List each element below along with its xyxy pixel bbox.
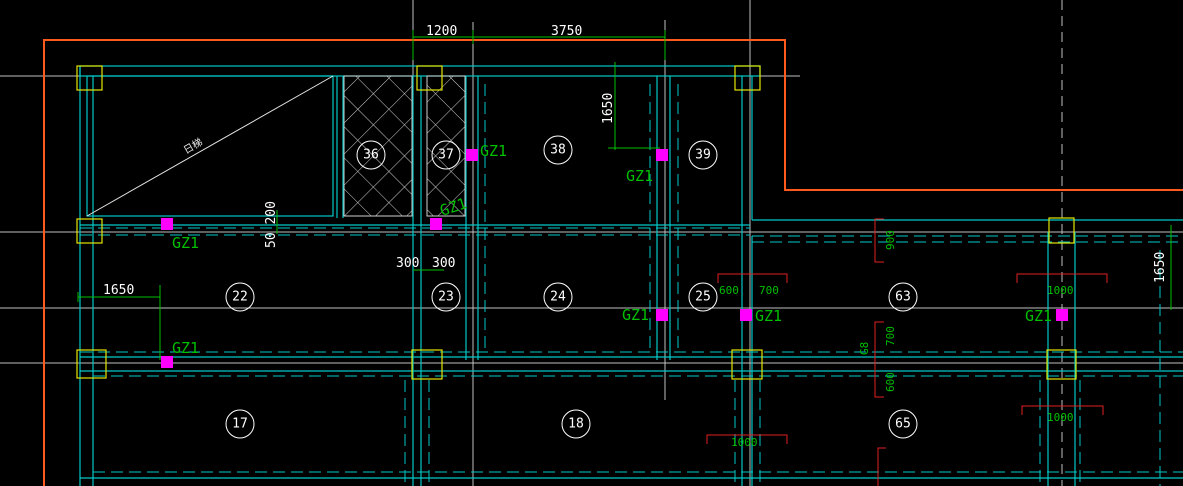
dim-900: 900 bbox=[884, 230, 897, 250]
room-number: 18 bbox=[568, 417, 584, 432]
dim-vertical-1650: 1650 bbox=[601, 93, 616, 124]
hatched-shafts bbox=[343, 75, 466, 217]
gz-label: GZ1 bbox=[172, 234, 199, 252]
gz-labels: GZ1 GZ1 GZ1 GZ1 GZ1 GZ1 GZ1 GZ1 bbox=[172, 142, 1052, 357]
dim-1000-b: 1000 bbox=[1047, 411, 1074, 424]
beams-dashed bbox=[80, 84, 1183, 486]
dimension-lines bbox=[77, 30, 1172, 360]
gz-label: GZ1 bbox=[480, 142, 507, 160]
gz-label: GZ1 bbox=[755, 307, 782, 325]
gz-label: GZ1 bbox=[1025, 307, 1052, 325]
building-outline bbox=[43, 39, 1183, 486]
dim-700: 700 bbox=[884, 326, 897, 346]
dim-1000-a: 1000 bbox=[1047, 284, 1074, 297]
gz-label: GZ1 bbox=[172, 339, 199, 357]
room-number: 63 bbox=[895, 290, 911, 305]
columns bbox=[76, 65, 1077, 380]
room-number: 22 bbox=[232, 290, 248, 305]
dim-left-1650: 1650 bbox=[103, 283, 134, 298]
room-number: 37 bbox=[438, 148, 454, 163]
dim-g8: G8 bbox=[858, 342, 871, 355]
dim-300-b: 300 bbox=[432, 256, 455, 271]
dim-small-700: 700 bbox=[759, 284, 779, 297]
room-number: 17 bbox=[232, 417, 248, 432]
room-number: 36 bbox=[363, 148, 379, 163]
dim-1000-c: 1000 bbox=[731, 436, 758, 449]
room-number: 23 bbox=[438, 290, 454, 305]
dim-300-a: 300 bbox=[396, 256, 419, 271]
gz-markers bbox=[161, 149, 1068, 368]
room-number: 24 bbox=[550, 290, 566, 305]
dimension-texts: 1200 3750 1650 50 200 1650 300 300 1650 … bbox=[103, 24, 1168, 449]
walls bbox=[79, 65, 1183, 486]
room-markers bbox=[225, 135, 918, 439]
room-number: 38 bbox=[550, 143, 566, 158]
red-brackets bbox=[706, 218, 1108, 486]
dim-600: 600 bbox=[884, 372, 897, 392]
room-number: 65 bbox=[895, 417, 911, 432]
dim-top-right: 3750 bbox=[551, 24, 582, 39]
gz-label: GZ1 bbox=[626, 167, 653, 185]
dim-vertical-50-200: 50 200 bbox=[264, 201, 279, 248]
gz-label: GZ1 bbox=[622, 306, 649, 324]
room-number: 25 bbox=[695, 290, 711, 305]
dim-top-left: 1200 bbox=[426, 24, 457, 39]
stair-diagonal bbox=[86, 75, 334, 217]
room-numbers: 36 37 38 39 22 23 24 25 63 17 18 65 bbox=[232, 143, 911, 432]
dim-small-600: 600 bbox=[719, 284, 739, 297]
room-number: 39 bbox=[695, 148, 711, 163]
dim-right-1650: 1650 bbox=[1153, 252, 1168, 283]
stair-label: 日梯 bbox=[181, 135, 205, 156]
